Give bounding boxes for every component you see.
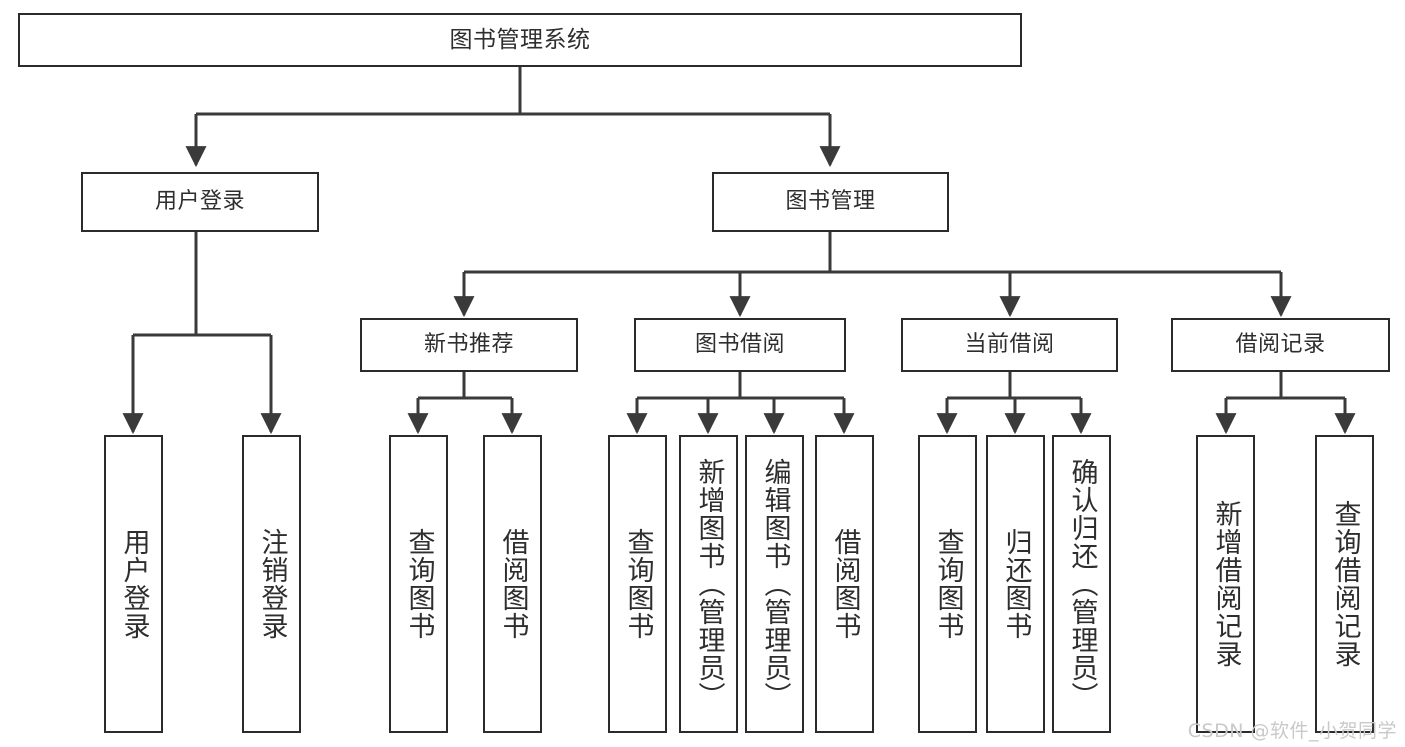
node-label: 注销登录	[256, 528, 288, 640]
leaf-borrow-add-book-admin[interactable]: 新增图书（管理员）	[679, 435, 738, 733]
node-book-management[interactable]: 图书管理	[712, 172, 949, 232]
node-root-system[interactable]: 图书管理系统	[18, 13, 1022, 67]
node-label: 查询借阅记录	[1329, 500, 1361, 668]
leaf-borrow-borrow-book[interactable]: 借阅图书	[815, 435, 874, 733]
leaf-text-wrap: 新增借阅记录	[1198, 437, 1253, 731]
node-label: 编辑图书（管理员）	[759, 458, 791, 710]
node-label: 图书借阅	[694, 332, 785, 358]
node-label: 图书管理	[785, 189, 876, 215]
leaf-text-wrap: 归还图书	[988, 437, 1043, 731]
node-label: 图书管理系统	[449, 26, 591, 53]
leaf-user-login-signin[interactable]: 用户登录	[104, 435, 163, 733]
leaf-record-query-record[interactable]: 查询借阅记录	[1315, 435, 1374, 733]
leaf-borrow-query-book[interactable]: 查询图书	[608, 435, 667, 733]
leaf-text-wrap: 用户登录	[106, 437, 161, 731]
node-label: 归还图书	[1000, 528, 1032, 640]
node-label: 用户登录	[154, 189, 245, 215]
leaf-borrow-edit-book-admin[interactable]: 编辑图书（管理员）	[745, 435, 804, 733]
node-borrow-record[interactable]: 借阅记录	[1171, 318, 1390, 372]
node-label: 借阅图书	[497, 528, 529, 640]
leaf-text-wrap: 借阅图书	[817, 437, 872, 731]
node-book-borrow[interactable]: 图书借阅	[634, 318, 846, 372]
leaf-current-query-book[interactable]: 查询图书	[918, 435, 977, 733]
leaf-user-login-signout[interactable]: 注销登录	[242, 435, 301, 733]
node-label: 新增借阅记录	[1210, 500, 1242, 668]
leaf-current-confirm-return-admin[interactable]: 确认归还（管理员）	[1052, 435, 1111, 733]
node-new-book-recommend[interactable]: 新书推荐	[360, 318, 578, 372]
leaf-current-return-book[interactable]: 归还图书	[986, 435, 1045, 733]
node-current-borrow[interactable]: 当前借阅	[901, 318, 1118, 372]
leaf-text-wrap: 查询借阅记录	[1317, 437, 1372, 731]
node-user-login[interactable]: 用户登录	[81, 172, 319, 232]
node-label: 查询图书	[932, 528, 964, 640]
node-label: 确认归还（管理员）	[1066, 458, 1098, 710]
node-label: 用户登录	[118, 528, 150, 640]
leaf-text-wrap: 确认归还（管理员）	[1054, 437, 1109, 731]
leaf-recommend-borrow-book[interactable]: 借阅图书	[483, 435, 542, 733]
leaf-text-wrap: 编辑图书（管理员）	[747, 437, 802, 731]
node-label: 当前借阅	[964, 332, 1055, 358]
leaf-text-wrap: 借阅图书	[485, 437, 540, 731]
leaf-text-wrap: 新增图书（管理员）	[681, 437, 736, 731]
node-label: 查询图书	[403, 528, 435, 640]
node-label: 借阅图书	[829, 528, 861, 640]
node-label: 借阅记录	[1235, 332, 1326, 358]
leaf-text-wrap: 查询图书	[391, 437, 446, 731]
leaf-text-wrap: 查询图书	[610, 437, 665, 731]
node-label: 新增图书（管理员）	[693, 458, 725, 710]
leaf-text-wrap: 查询图书	[920, 437, 975, 731]
leaf-text-wrap: 注销登录	[244, 437, 299, 731]
node-label: 查询图书	[622, 528, 654, 640]
leaf-record-add-record[interactable]: 新增借阅记录	[1196, 435, 1255, 733]
node-label: 新书推荐	[423, 332, 514, 358]
leaf-recommend-query-book[interactable]: 查询图书	[389, 435, 448, 733]
